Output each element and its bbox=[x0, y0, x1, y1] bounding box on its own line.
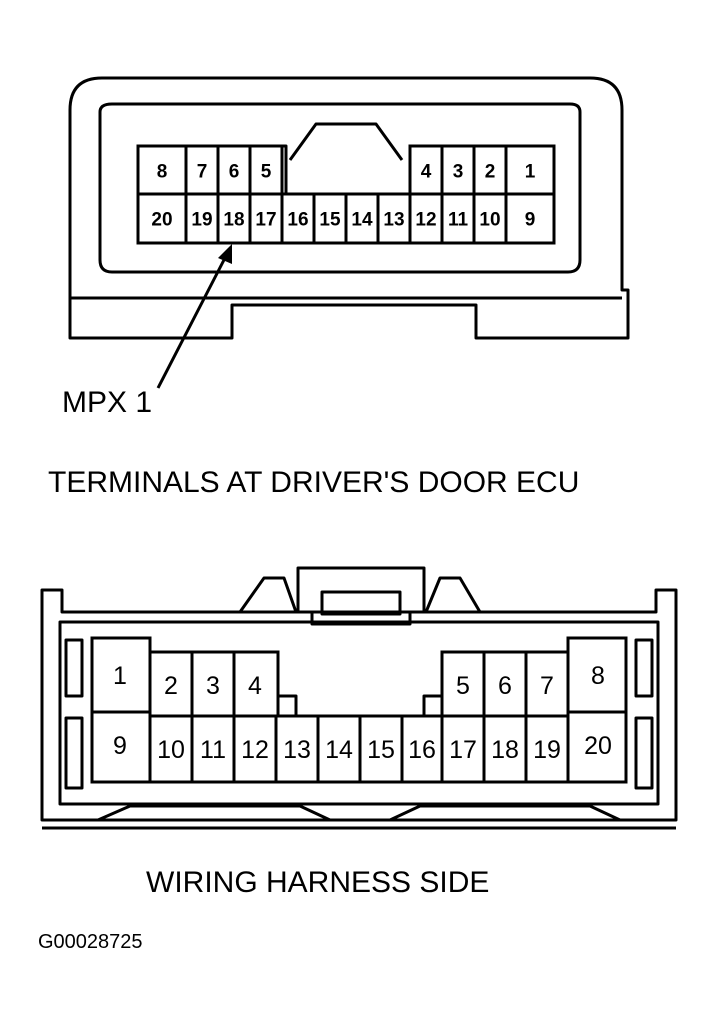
harness-pin-label: 11 bbox=[200, 736, 226, 764]
ecu-cell-15 bbox=[312, 192, 348, 245]
harness-pin-label: 1 bbox=[113, 662, 127, 690]
ecu-pin-label: 20 bbox=[151, 210, 172, 231]
ecu-pin-label: 19 bbox=[191, 210, 212, 231]
ecu-pin-label: 13 bbox=[383, 210, 404, 231]
ecu-connector: 8 7 6 5 4 3 2 1 20 19 18 17 bbox=[48, 76, 630, 499]
ecu-cell-14 bbox=[344, 192, 380, 245]
ecu-pin-label: 18 bbox=[223, 210, 244, 231]
ecu-pin-label: 5 bbox=[261, 162, 272, 183]
ecu-cell-3 bbox=[440, 144, 476, 196]
harness-caption: WIRING HARNESS SIDE bbox=[146, 866, 489, 899]
ecu-pin-label: 17 bbox=[255, 210, 276, 231]
ecu-cell-12 bbox=[408, 192, 444, 245]
callout-label: MPX 1 bbox=[62, 386, 152, 419]
ecu-pin-label: 1 bbox=[525, 162, 536, 183]
ecu-pin-label: 6 bbox=[229, 162, 240, 183]
harness-bottom-labels: 9 10 11 12 13 14 15 16 17 18 19 20 bbox=[113, 732, 612, 764]
harness-bottom-rail bbox=[97, 804, 621, 822]
harness-cell-14 bbox=[316, 714, 362, 784]
harness-housing-inner bbox=[58, 620, 660, 806]
harness-bottom-row bbox=[90, 710, 628, 784]
harness-pin-label: 16 bbox=[408, 736, 436, 764]
rib-left-bottom bbox=[64, 716, 84, 790]
harness-pin-label: 3 bbox=[206, 672, 220, 700]
ecu-housing-inner bbox=[98, 102, 582, 274]
ecu-pin-label: 2 bbox=[485, 162, 496, 183]
harness-pin-label: 4 bbox=[248, 672, 262, 700]
rib-right-bottom bbox=[634, 716, 654, 790]
ecu-latch bbox=[288, 122, 404, 161]
harness-latch-window bbox=[320, 590, 402, 616]
figure-id: G00028725 bbox=[38, 931, 143, 953]
ecu-housing-outline bbox=[68, 76, 630, 340]
callout-arrow-line bbox=[156, 255, 228, 389]
ecu-cell-9 bbox=[504, 192, 556, 245]
ecu-pin-label: 8 bbox=[157, 162, 168, 183]
ecu-cell-1 bbox=[504, 144, 556, 196]
ecu-bottom-row bbox=[136, 192, 556, 245]
harness-pin-label: 19 bbox=[533, 736, 561, 764]
ecu-cell-19 bbox=[184, 192, 220, 245]
rib-right-top bbox=[634, 638, 654, 698]
harness-pin-label: 14 bbox=[325, 736, 353, 764]
harness-cell-19 bbox=[524, 714, 570, 784]
ecu-cell-8 bbox=[136, 144, 188, 196]
harness-pin-label: 13 bbox=[283, 736, 311, 764]
harness-pin-label: 6 bbox=[498, 672, 512, 700]
harness-latch-center bbox=[296, 566, 426, 626]
harness-latch-right bbox=[424, 576, 482, 613]
ecu-pin-label: 7 bbox=[197, 162, 208, 183]
harness-pin-label: 9 bbox=[113, 732, 127, 760]
harness-pin-label: 15 bbox=[367, 736, 395, 764]
harness-latch-left bbox=[238, 576, 298, 613]
ecu-pin-label: 9 bbox=[525, 210, 536, 231]
ecu-cell-11 bbox=[440, 192, 476, 245]
ecu-top-labels: 8 7 6 5 4 3 2 1 bbox=[157, 162, 536, 183]
harness-pin-label: 8 bbox=[591, 662, 605, 690]
harness-cell-6 bbox=[482, 650, 528, 718]
ecu-pin-label: 15 bbox=[319, 210, 341, 231]
harness-top-labels: 1 2 3 4 5 6 7 8 bbox=[113, 662, 605, 700]
ecu-pin-label: 3 bbox=[453, 162, 464, 183]
harness-pin-label: 12 bbox=[241, 736, 269, 764]
harness-cell-20 bbox=[566, 710, 628, 784]
harness-pin-label: 18 bbox=[491, 736, 519, 764]
ecu-pin-label: 11 bbox=[448, 210, 469, 231]
harness-pin-label: 2 bbox=[164, 672, 178, 700]
ecu-pin-label: 4 bbox=[421, 162, 432, 183]
harness-cell-7 bbox=[524, 650, 570, 718]
harness-cell-17 bbox=[440, 714, 486, 784]
rib-left-top bbox=[64, 638, 84, 698]
harness-side-ribs bbox=[64, 638, 654, 790]
ecu-cell-16 bbox=[280, 192, 316, 245]
ecu-caption: TERMINALS AT DRIVER'S DOOR ECU bbox=[48, 466, 579, 499]
harness-pin-label: 10 bbox=[157, 736, 185, 764]
ecu-cell-13 bbox=[376, 192, 412, 245]
harness-cell-15 bbox=[358, 714, 404, 784]
harness-pin-label: 17 bbox=[449, 736, 477, 764]
harness-cell-8 bbox=[566, 636, 628, 714]
ecu-pin-label: 14 bbox=[351, 210, 373, 231]
callout-arrowhead bbox=[218, 244, 232, 264]
harness-pin-label: 7 bbox=[540, 672, 554, 700]
ecu-cell-17 bbox=[248, 192, 284, 245]
harness-top-row bbox=[90, 636, 628, 718]
ecu-pin-label: 12 bbox=[415, 210, 436, 231]
harness-pin-label: 20 bbox=[584, 732, 612, 760]
ecu-pin-label: 16 bbox=[287, 210, 308, 231]
harness-pin-label: 5 bbox=[456, 672, 470, 700]
harness-housing-outline bbox=[40, 588, 678, 822]
harness-connector: 1 2 3 4 5 6 7 8 9 10 11 12 bbox=[40, 566, 678, 899]
ecu-pin-label: 10 bbox=[479, 210, 500, 231]
harness-cell-4 bbox=[232, 650, 280, 718]
ecu-bottom-labels: 20 19 18 17 16 15 14 13 12 11 10 9 bbox=[151, 210, 535, 231]
